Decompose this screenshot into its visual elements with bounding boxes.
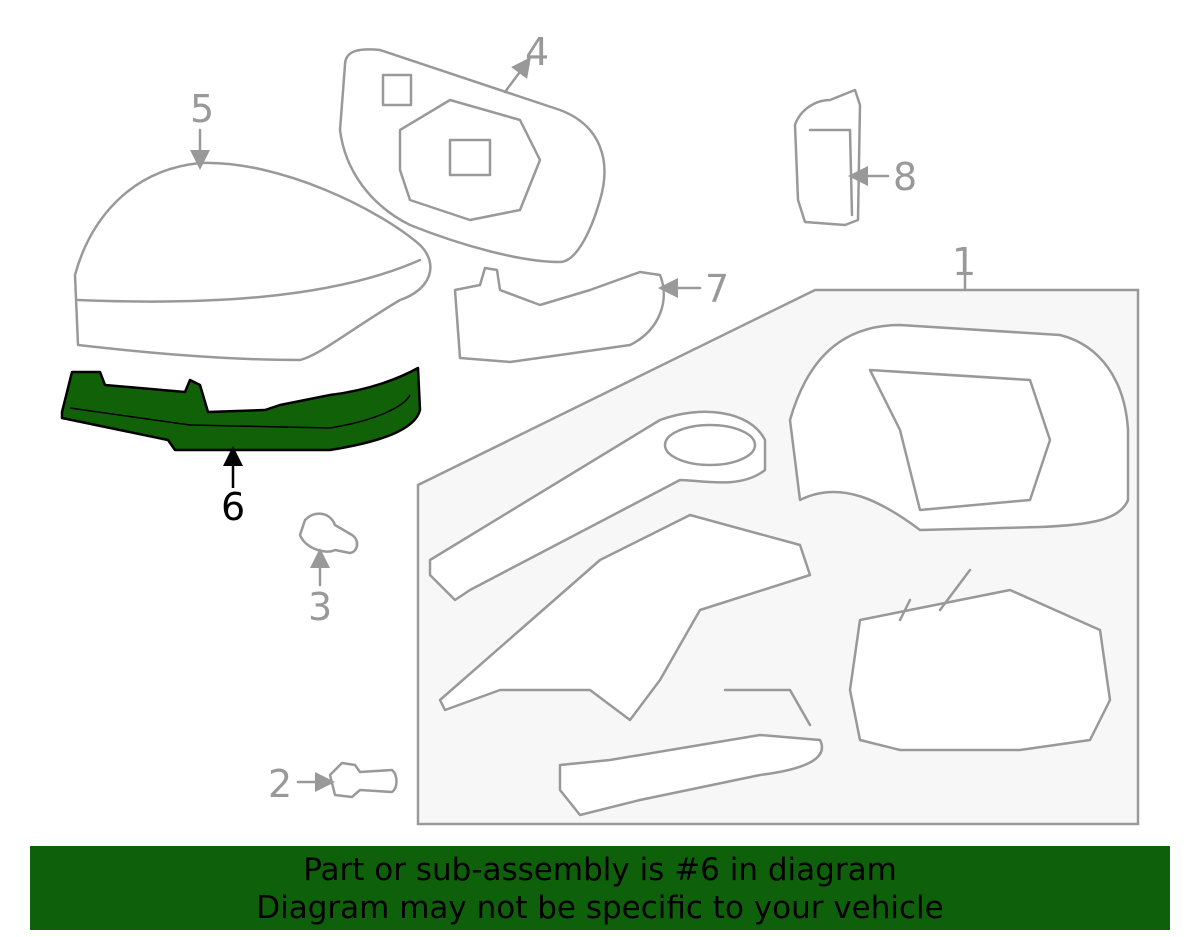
- callout-1[interactable]: 1: [952, 240, 976, 284]
- callout-6[interactable]: 6: [221, 485, 245, 529]
- callout-4[interactable]: 4: [525, 30, 549, 74]
- info-banner: Part or sub-assembly is #6 in diagram Di…: [30, 846, 1170, 930]
- callout-5[interactable]: 5: [190, 87, 214, 131]
- callout-2[interactable]: 2: [268, 762, 292, 806]
- part-4-mirror-glass: 4: [338, 30, 606, 264]
- part-7-turn-signal: 7: [453, 266, 729, 364]
- mirror-motor: [848, 588, 1112, 752]
- lower-trim: [558, 733, 824, 817]
- part-2-bolt: 2: [268, 761, 398, 806]
- banner-line-2: Diagram may not be specific to your vehi…: [256, 890, 944, 926]
- part-3-grommet: 3: [298, 512, 359, 629]
- mirror-actuator: [438, 513, 812, 722]
- callout-3[interactable]: 3: [308, 585, 332, 629]
- part-8-bracket: 8: [793, 88, 917, 227]
- callout-7[interactable]: 7: [705, 267, 729, 311]
- banner-line-1: Part or sub-assembly is #6 in diagram: [303, 852, 897, 888]
- part-5-mirror-cover: 5: [73, 87, 432, 362]
- assembly-box-part-1: 1: [416, 240, 1140, 826]
- callout-8[interactable]: 8: [893, 155, 917, 199]
- part-6-highlighted[interactable]: 6: [60, 366, 422, 529]
